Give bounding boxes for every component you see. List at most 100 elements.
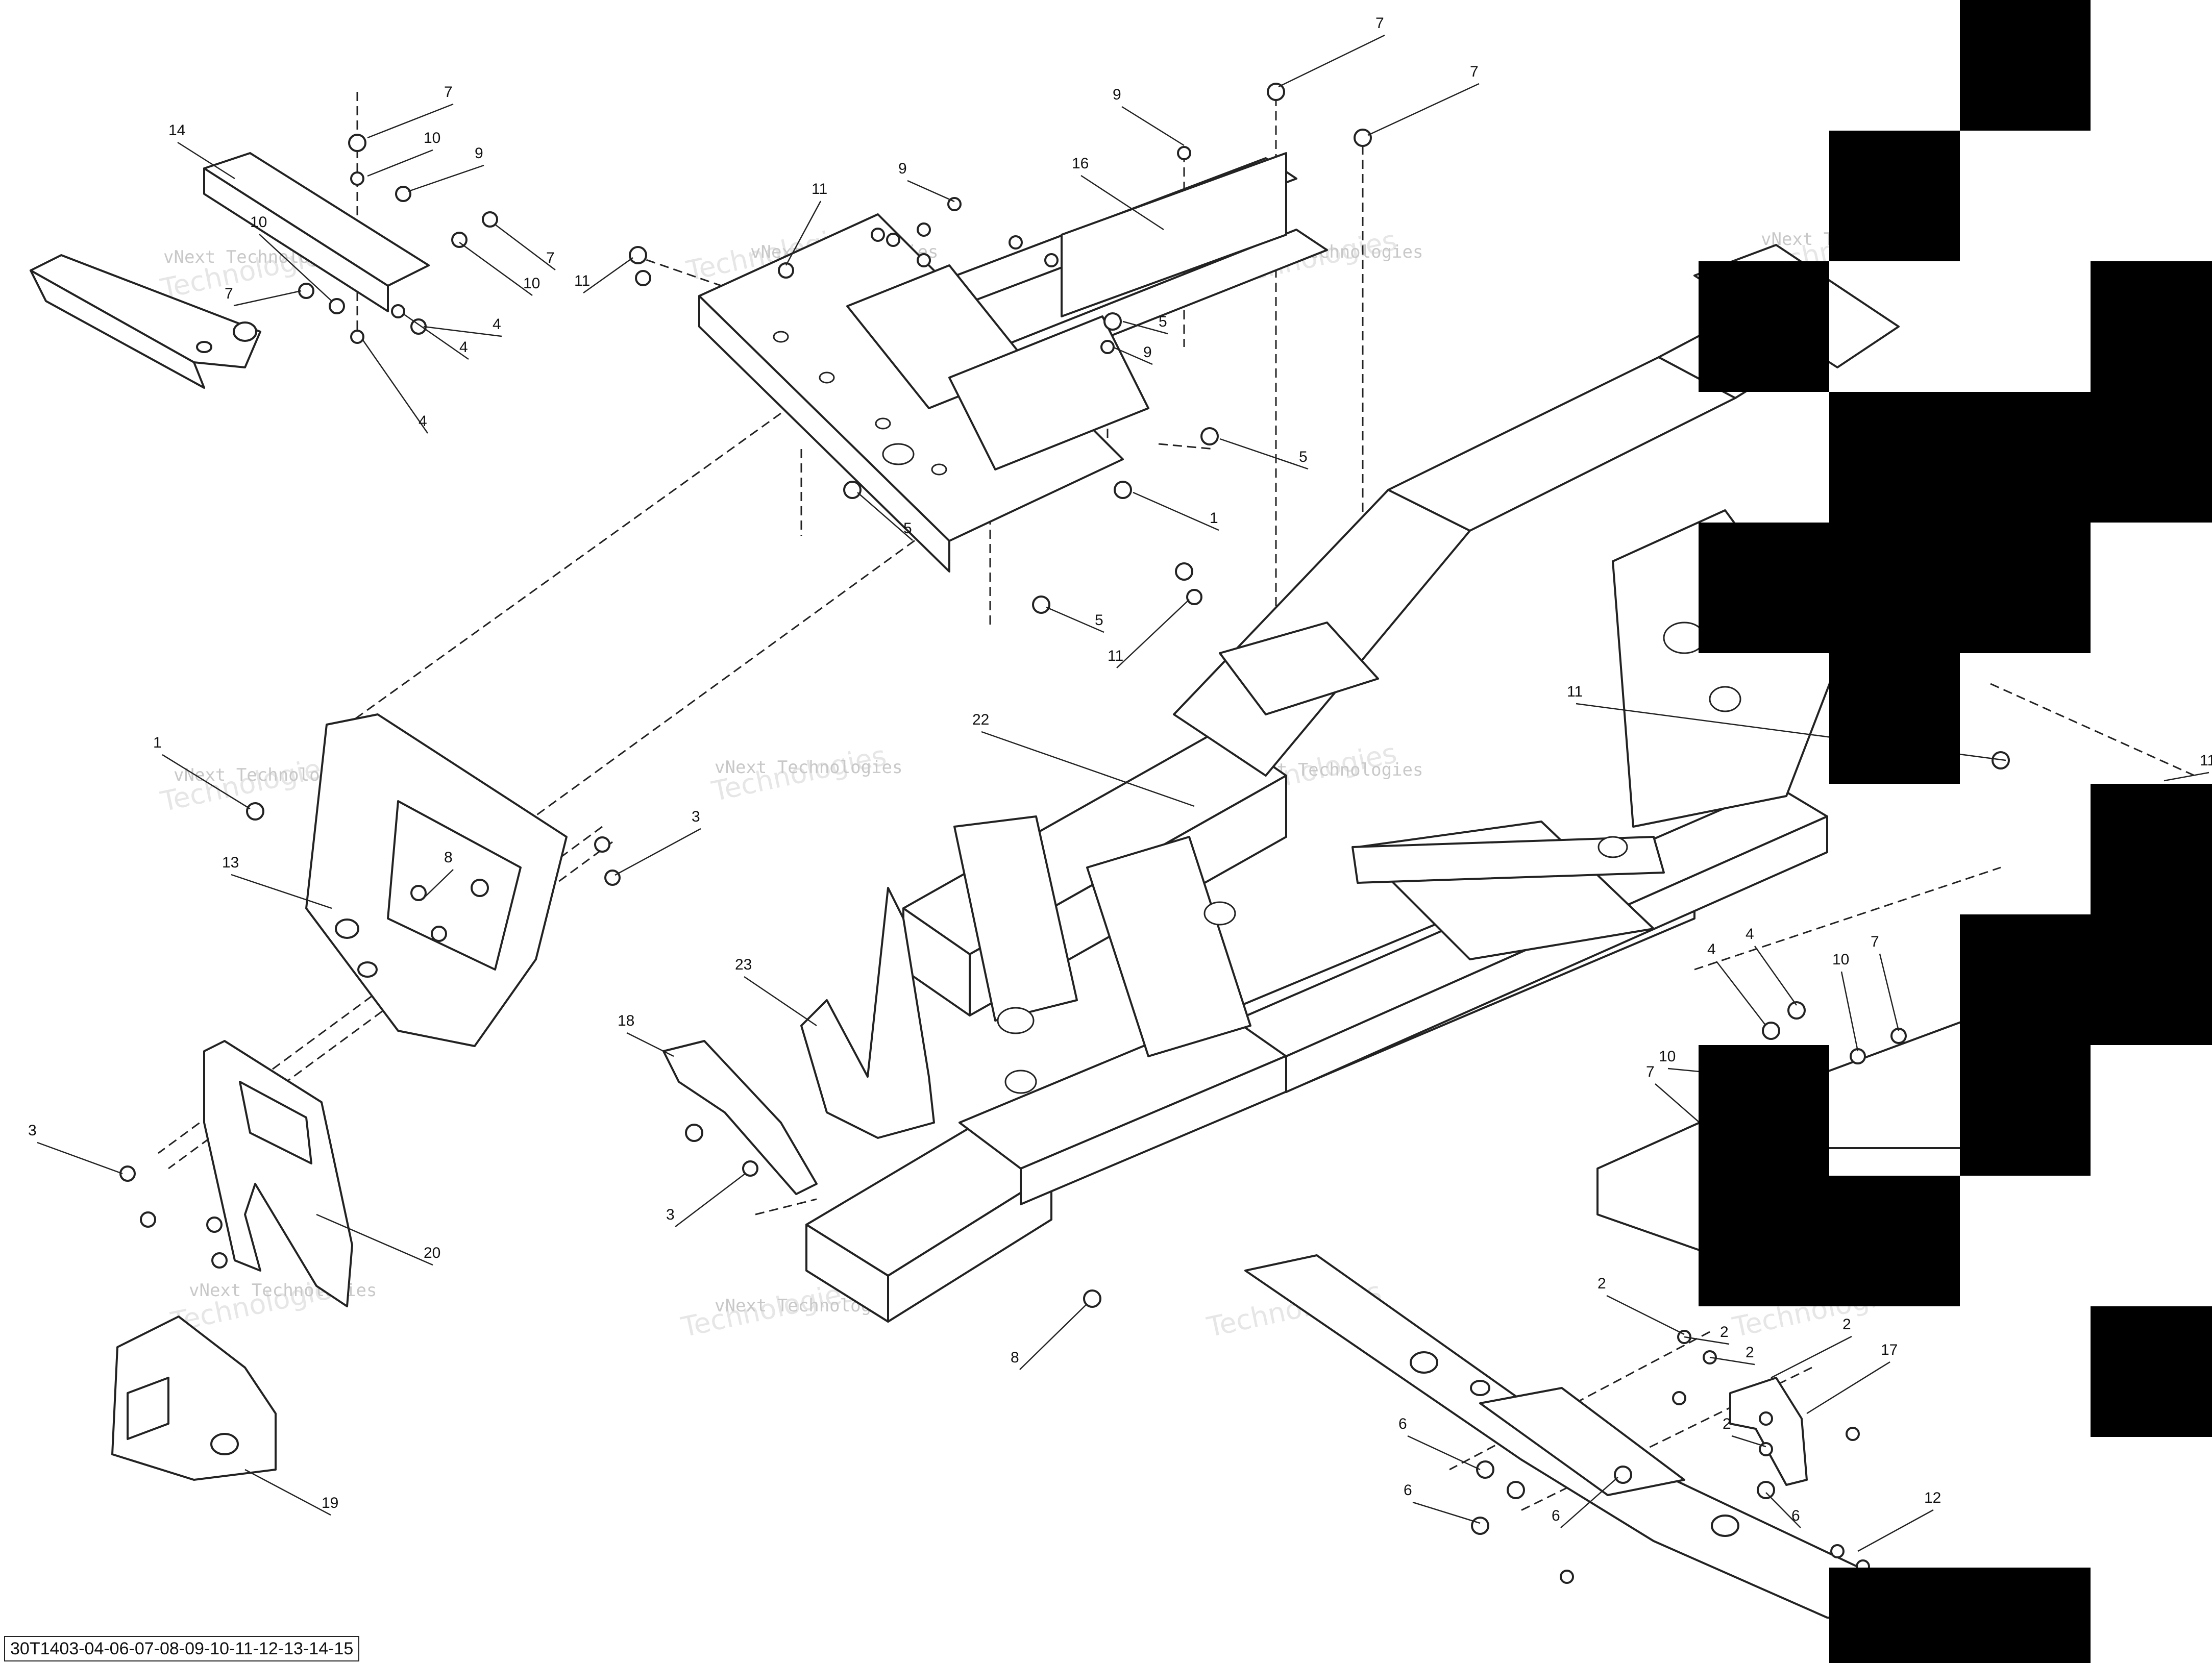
arm-hole [1470,1380,1490,1396]
callout-number: 7 [1646,1063,1655,1080]
callout-number: 6 [1552,1507,1560,1524]
redaction-block [1699,1176,1960,1306]
callout-number: 2 [1842,1316,1851,1333]
callout-leader-line [1122,320,1168,335]
callout-number: 1 [1210,510,1218,527]
bracket-hole [357,961,378,978]
nut-icon [348,134,366,152]
callout-number: 4 [419,413,427,430]
callout-number: 8 [1011,1349,1019,1366]
callout-leader-line [162,754,251,810]
fasteners [119,83,2010,1584]
bracket-hole [335,919,359,939]
bracket-17 [1729,1377,1808,1486]
callout-number: 14 [168,122,185,139]
callout-leader-line [231,874,332,909]
bolt-icon [211,1252,228,1269]
nut-icon [635,270,651,286]
lower-arm-12 [1244,1254,1900,1624]
nut-icon [1177,146,1191,160]
callout-number: 11 [574,272,590,289]
frame-cross-bar [1351,836,1665,884]
bracket-17-outline [1729,1377,1808,1486]
redaction-block [1699,1045,1829,1176]
arm-12-window [1479,1387,1685,1496]
subframe-base-face [698,295,950,573]
callout-leader-line [1655,1083,1700,1123]
callout-leader-line [244,1469,331,1516]
callout-number: 9 [898,160,907,177]
callout-number: 2 [1723,1416,1731,1432]
callout-leader-line [2164,772,2209,782]
callout-leader-line [1879,953,1900,1031]
callout-number: 4 [459,339,468,356]
callout-number: 23 [735,956,752,973]
washer-icon [451,232,468,248]
plate-20-outline [203,1040,353,1307]
main-frame-22 [805,244,1900,1323]
bolt-icon [140,1211,156,1228]
callout-number: 6 [1404,1482,1412,1499]
front-bracket-13 [305,713,568,1047]
nut-icon [298,283,314,299]
watermark-text: vNext Technologies [715,757,902,778]
callout-leader-line [1667,1068,1700,1073]
bolt-icon [206,1217,223,1233]
callout-leader-line [981,731,1195,807]
bolt-icon [246,802,264,821]
callout-number: 8 [444,849,453,866]
nut-icon [1200,427,1219,445]
alignment-line [520,514,950,828]
arm-hole [233,321,257,342]
callout-number: 1 [153,734,162,751]
callout-leader-line [1133,491,1219,531]
frame-hole [1597,836,1628,858]
bolt-icon [1672,1391,1686,1405]
redaction-block [1699,523,2091,653]
callout-leader-line [367,103,454,139]
callout-leader-line [1716,961,1766,1026]
nut-icon [1083,1289,1101,1308]
nut-icon [917,222,931,237]
callout-leader-line [259,234,332,302]
nut-icon [594,836,610,853]
hitch-19 [111,1315,277,1481]
callout-number: 2 [1597,1275,1606,1292]
callout-leader-line [1121,106,1185,146]
frame-hole [931,463,947,476]
callout-number: 9 [475,145,483,162]
bolt-icon [471,879,489,897]
callout-leader-line [37,1141,123,1175]
callout-number: 11 [2200,752,2212,769]
frame-long-rail-right-side [1285,815,1828,1093]
callout-leader-line [1606,1295,1685,1335]
bracket-23-outline [800,887,935,1139]
redaction-block [1960,0,2091,131]
callout-number: 12 [1924,1490,1941,1506]
bracket-23 [800,887,935,1139]
arm-hole [1711,1515,1739,1537]
frame-hole [1203,901,1236,926]
redaction-blocks [1699,0,2212,1663]
callout-leader-line [1407,1435,1481,1471]
callout-number: 7 [1375,15,1384,32]
spacer-icon [778,262,794,279]
callout-leader-line [1019,1303,1088,1370]
nut-icon [1103,312,1122,331]
callout-leader-line [1219,438,1309,470]
bolt-icon [685,1124,703,1142]
alignment-line [347,412,781,726]
callout-leader-line [361,339,429,434]
callout-number: 6 [1791,1507,1800,1524]
callout-leader-line [1684,1336,1730,1345]
callout-number: 20 [424,1245,440,1261]
callout-leader-line [1765,1492,1801,1528]
callout-leader-line [408,164,484,192]
subframe-frame [1061,152,1287,317]
bracket-18 [662,1040,818,1195]
callout-number: 9 [1113,86,1121,103]
callout-number: 11 [1567,683,1583,700]
callout-leader-line [907,180,955,203]
callout-leader-line [367,149,433,177]
